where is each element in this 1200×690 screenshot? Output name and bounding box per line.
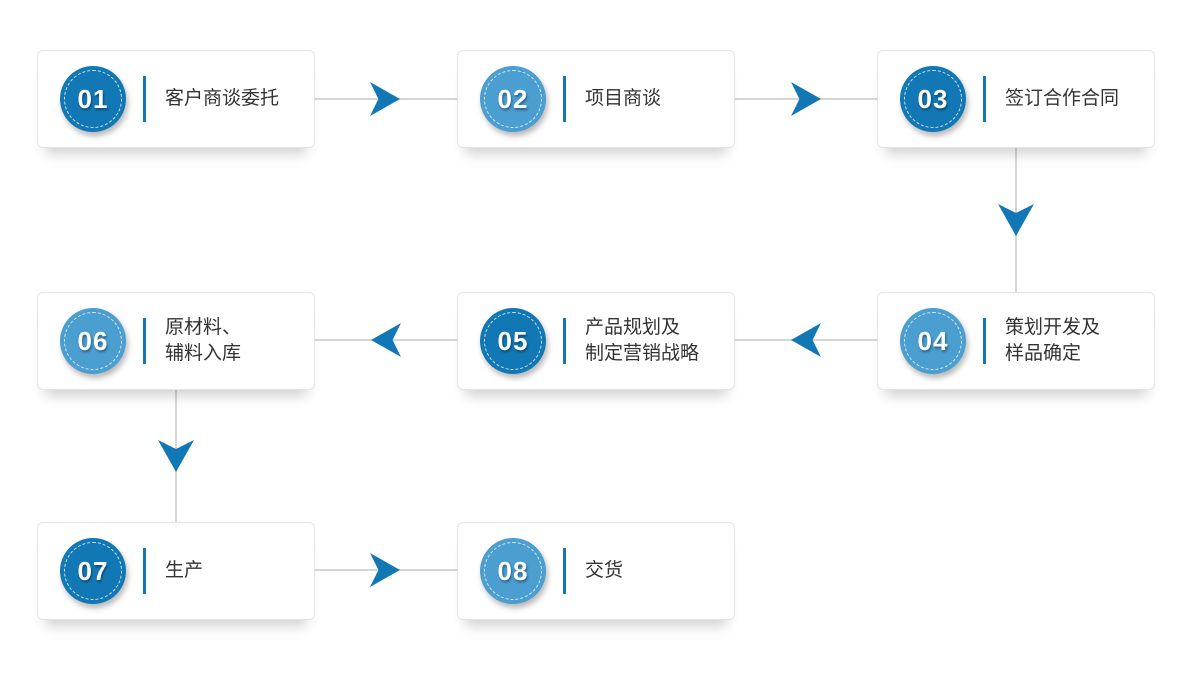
step-label: 产品规划及 制定营销战略 <box>585 315 699 367</box>
step-label-line1: 项目商谈 <box>585 88 662 109</box>
dashed-ring-icon <box>484 70 542 128</box>
step-08-badge: 08 <box>480 538 546 604</box>
step-number: 08 <box>497 555 529 586</box>
step-label: 生产 <box>165 558 203 584</box>
separator-bar <box>143 76 146 122</box>
step-number: 02 <box>497 83 529 114</box>
step-04-badge: 04 <box>900 308 966 374</box>
dashed-ring-icon <box>484 542 542 600</box>
step-label: 项目商谈 <box>585 86 661 112</box>
dashed-ring-icon <box>904 312 962 370</box>
step-label: 客户商谈委托 <box>165 86 279 112</box>
step-card-08: 08 交货 <box>457 522 735 620</box>
step-label-line1: 签订合作合同 <box>1005 88 1120 109</box>
separator-bar <box>143 318 146 364</box>
dashed-ring-icon <box>64 70 122 128</box>
separator-bar <box>563 318 566 364</box>
step-label-line2: 制定营销战略 <box>585 343 700 364</box>
step-card-01: 01 客户商谈委托 <box>37 50 315 148</box>
separator-bar <box>983 318 986 364</box>
separator-bar <box>563 76 566 122</box>
step-label-line1: 客户商谈委托 <box>165 88 280 109</box>
step-02-badge: 02 <box>480 66 546 132</box>
step-label-line1: 原材料、 <box>165 317 242 338</box>
step-number: 07 <box>77 555 109 586</box>
step-number: 05 <box>497 325 529 356</box>
step-01-badge: 01 <box>60 66 126 132</box>
step-label: 策划开发及 样品确定 <box>1005 315 1100 367</box>
step-label: 交货 <box>585 558 623 584</box>
step-label: 原材料、 辅料入库 <box>165 315 241 367</box>
step-label-line1: 生产 <box>165 560 204 581</box>
step-07-badge: 07 <box>60 538 126 604</box>
step-card-02: 02 项目商谈 <box>457 50 735 148</box>
step-label: 签订合作合同 <box>1005 86 1119 112</box>
step-card-06: 06 原材料、 辅料入库 <box>37 292 315 390</box>
step-03-badge: 03 <box>900 66 966 132</box>
step-number: 06 <box>77 325 109 356</box>
separator-bar <box>143 548 146 594</box>
step-05-badge: 05 <box>480 308 546 374</box>
dashed-ring-icon <box>64 312 122 370</box>
step-label-line1: 策划开发及 <box>1005 317 1101 338</box>
dashed-ring-icon <box>484 312 542 370</box>
step-number: 03 <box>917 83 949 114</box>
step-number: 01 <box>77 83 109 114</box>
separator-bar <box>563 548 566 594</box>
step-number: 04 <box>917 325 949 356</box>
dashed-ring-icon <box>904 70 962 128</box>
step-card-07: 07 生产 <box>37 522 315 620</box>
step-label-line2: 样品确定 <box>1005 343 1082 364</box>
step-label-line1: 交货 <box>585 560 624 581</box>
step-card-03: 03 签订合作合同 <box>877 50 1155 148</box>
dashed-ring-icon <box>64 542 122 600</box>
step-06-badge: 06 <box>60 308 126 374</box>
step-card-05: 05 产品规划及 制定营销战略 <box>457 292 735 390</box>
step-label-line2: 辅料入库 <box>165 343 242 364</box>
separator-bar <box>983 76 986 122</box>
step-label-line1: 产品规划及 <box>585 317 681 338</box>
step-card-04: 04 策划开发及 样品确定 <box>877 292 1155 390</box>
